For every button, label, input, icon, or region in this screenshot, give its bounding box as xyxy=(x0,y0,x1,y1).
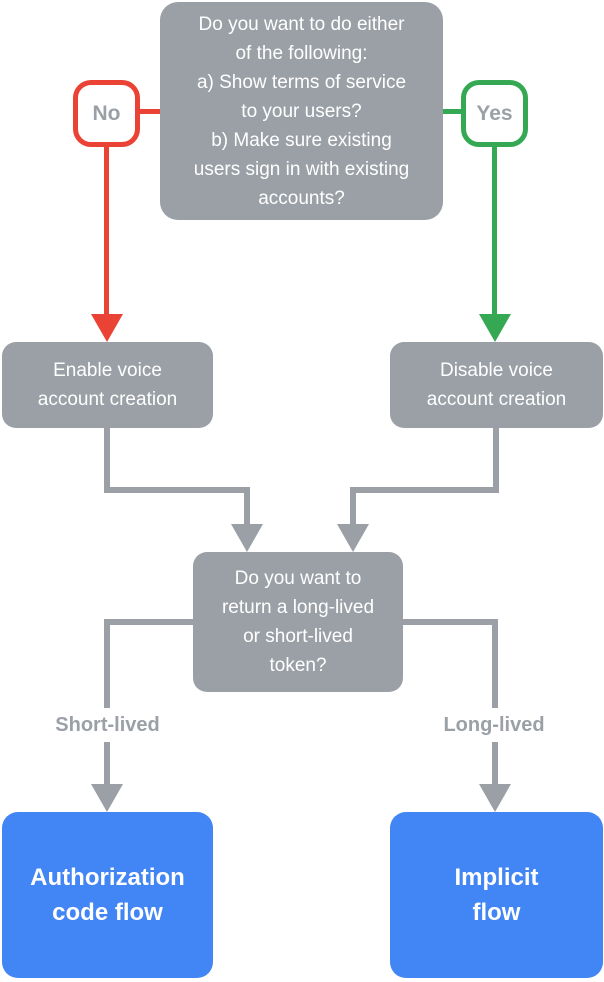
arrow-down-icon xyxy=(91,784,123,812)
short-lived-connector-line xyxy=(104,619,193,625)
no-badge: No xyxy=(73,80,140,147)
enable-voice-account-text: Enable voice account creation xyxy=(37,360,178,410)
root-question-node: Do you want to do either of the followin… xyxy=(160,2,443,220)
arrow-down-icon xyxy=(91,314,123,342)
long-lived-label: Long-lived xyxy=(409,708,579,742)
enable-to-token-connector-line xyxy=(104,487,250,493)
long-lived-label-text: Long-lived xyxy=(443,713,545,736)
no-branch-connector-line xyxy=(140,109,160,114)
no-branch-arrow-line xyxy=(104,145,109,317)
yes-badge-label: Yes xyxy=(476,101,513,125)
arrow-down-icon xyxy=(337,524,369,552)
yes-branch-arrow-line xyxy=(492,145,497,317)
implicit-flow-text: Implicit flow xyxy=(454,864,539,926)
short-lived-label-text: Short-lived xyxy=(55,713,160,736)
token-question-node: Do you want to return a long-lived or sh… xyxy=(193,552,403,692)
token-question-text: Do you want to return a long-lived or sh… xyxy=(221,568,375,676)
disable-voice-account-node: Disable voice account creation xyxy=(390,342,603,428)
root-question-text: Do you want to do either of the followin… xyxy=(193,13,410,209)
yes-badge: Yes xyxy=(461,80,528,147)
disable-voice-account-text: Disable voice account creation xyxy=(426,360,567,410)
enable-voice-account-node: Enable voice account creation xyxy=(2,342,213,428)
short-lived-connector-line xyxy=(104,619,110,787)
arrow-down-icon xyxy=(231,524,263,552)
authorization-code-flow-node: Authorization code flow xyxy=(2,812,213,978)
disable-to-token-connector-line xyxy=(350,487,356,527)
authorization-code-flow-text: Authorization code flow xyxy=(30,864,185,926)
long-lived-connector-line xyxy=(492,619,498,787)
arrow-down-icon xyxy=(479,314,511,342)
arrow-down-icon xyxy=(479,784,511,812)
enable-to-token-connector-line xyxy=(104,428,110,493)
enable-to-token-connector-line xyxy=(244,487,250,527)
long-lived-connector-line xyxy=(403,619,498,625)
short-lived-label: Short-lived xyxy=(22,708,193,742)
disable-to-token-connector-line xyxy=(350,487,499,493)
implicit-flow-node: Implicit flow xyxy=(390,812,603,978)
disable-to-token-connector-line xyxy=(493,428,499,493)
no-badge-label: No xyxy=(92,101,121,125)
yes-branch-connector-line xyxy=(443,109,461,114)
